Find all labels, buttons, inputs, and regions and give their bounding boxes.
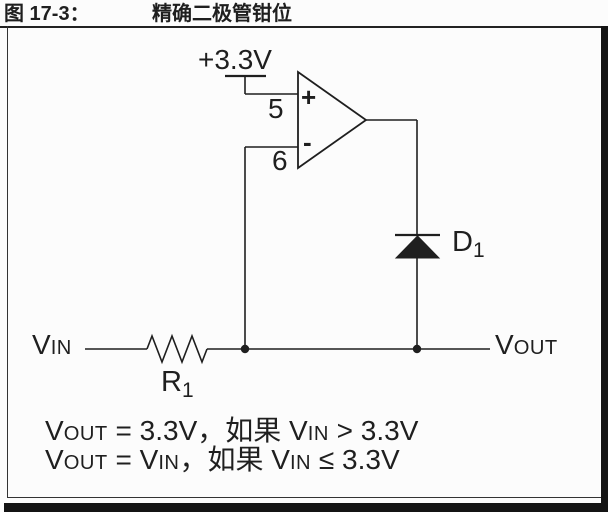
formula-line-1: VOUT = 3.3V，如果 VIN > 3.3V bbox=[45, 415, 419, 446]
formula-line-2: VOUT = VIN，如果 VIN ≤ 3.3V bbox=[45, 444, 400, 475]
pin-5-label: 5 bbox=[268, 93, 284, 124]
figure-label: 图 17-3： bbox=[4, 3, 90, 25]
resistor-symbol bbox=[146, 333, 208, 365]
opamp-triangle bbox=[297, 70, 368, 170]
vin-label: VIN bbox=[32, 329, 72, 360]
figure-title: 精确二极管钳位 bbox=[152, 3, 292, 25]
vout-label: VOUT bbox=[495, 329, 558, 360]
supply-voltage-label: +3.3V bbox=[198, 44, 272, 75]
scan-artifact-right-strip bbox=[601, 26, 608, 512]
title-underline bbox=[0, 26, 602, 28]
resistor-label: R1 bbox=[161, 366, 194, 402]
opamp-minus-sign: - bbox=[303, 127, 312, 157]
pin-6-label: 6 bbox=[272, 145, 288, 176]
junction-dot-output bbox=[412, 344, 422, 354]
scan-artifact-bottom-bar bbox=[4, 503, 608, 512]
diode-anode-triangle bbox=[394, 235, 441, 259]
junction-dot-feedback bbox=[240, 344, 250, 354]
diode-label: D1 bbox=[452, 226, 485, 262]
opamp-plus-sign: + bbox=[301, 82, 317, 112]
